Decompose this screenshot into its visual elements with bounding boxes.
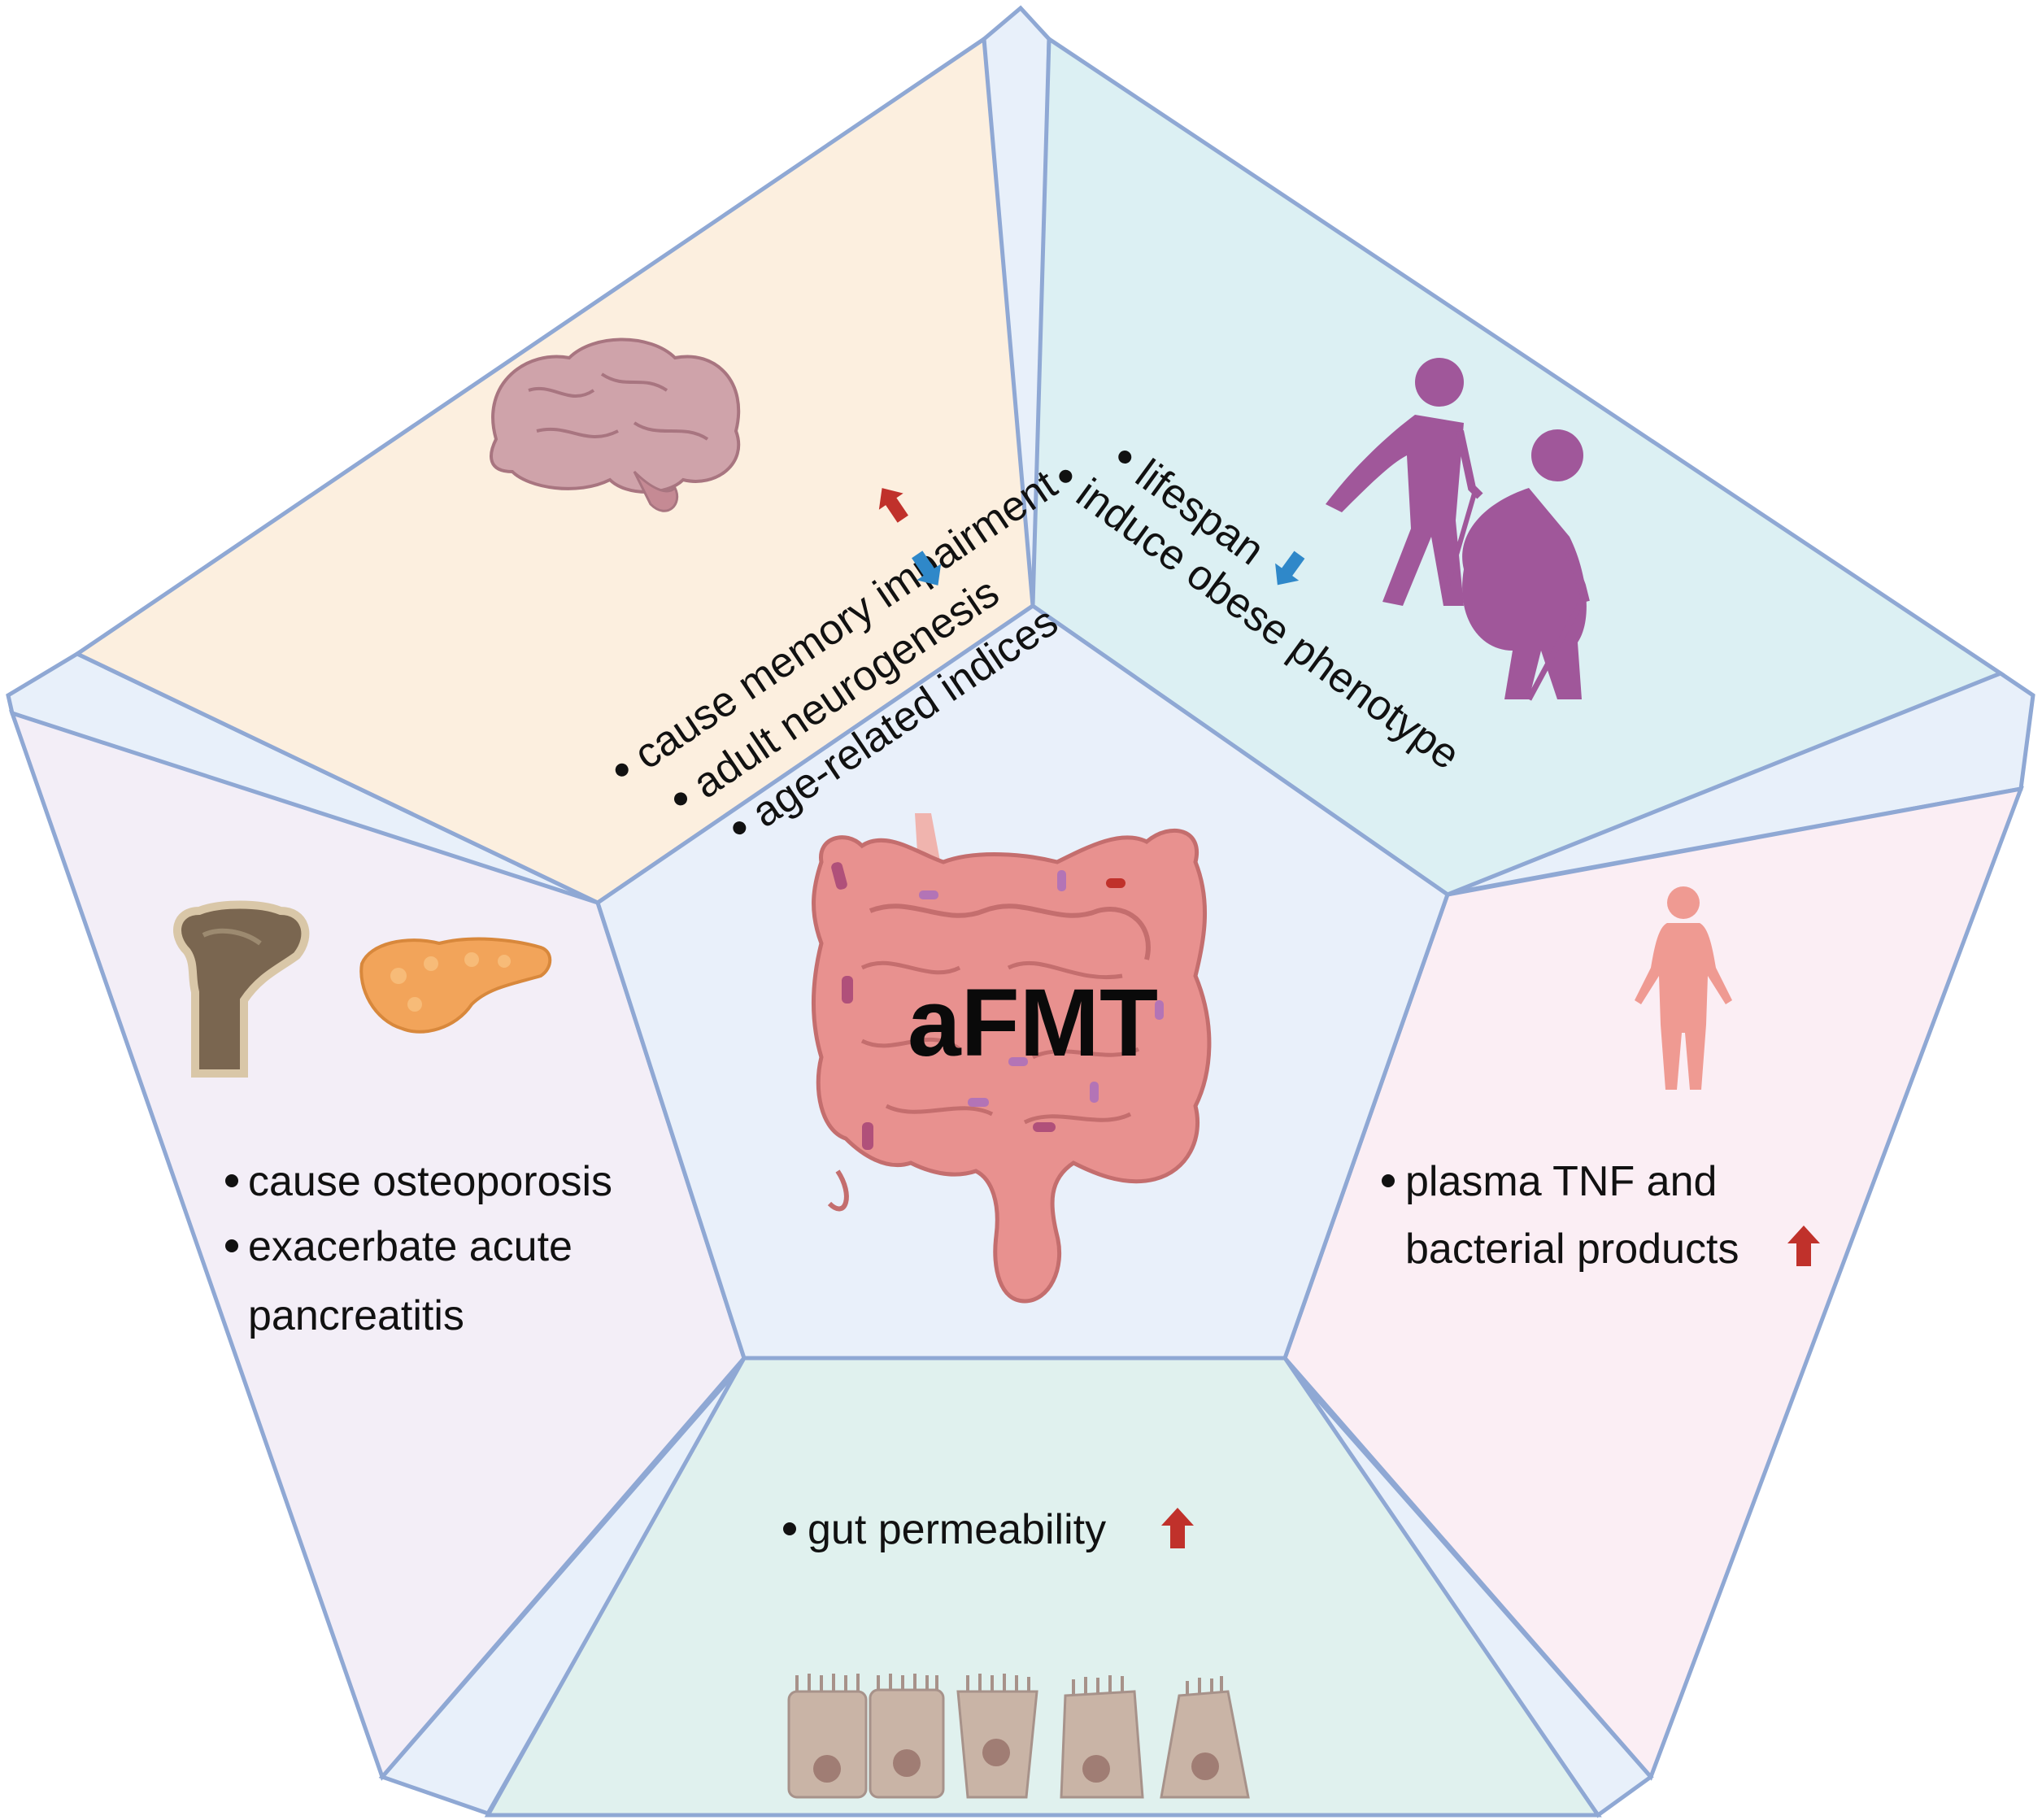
center-title: aFMT bbox=[908, 969, 1158, 1077]
bone-item-3: pancreatitis bbox=[248, 1292, 464, 1339]
bullet-dot bbox=[1059, 469, 1073, 483]
up-arrow-icon bbox=[1787, 1226, 1820, 1266]
body-item-2: bacterial products bbox=[1405, 1226, 1739, 1273]
epithelial-cells-icon bbox=[787, 1674, 1250, 1799]
down-arrow-icon bbox=[912, 551, 942, 586]
pancreas-icon bbox=[359, 937, 552, 1034]
femur-bone-icon bbox=[173, 900, 310, 1078]
gut-text-block: gut permeability bbox=[783, 1506, 1106, 1553]
gut-item-1: gut permeability bbox=[808, 1506, 1106, 1553]
bone-item-1: cause osteoporosis bbox=[248, 1158, 612, 1205]
bullet-dot bbox=[674, 792, 688, 806]
intestine-icon bbox=[812, 813, 1212, 1304]
up-arrow-icon bbox=[878, 488, 908, 523]
bullet-dot bbox=[225, 1174, 238, 1187]
up-arrow-icon bbox=[1161, 1508, 1194, 1548]
bullet-dot bbox=[783, 1522, 796, 1535]
bullet-dot bbox=[733, 821, 747, 835]
bullet-dot bbox=[225, 1239, 238, 1252]
bullet-dot bbox=[1382, 1174, 1395, 1187]
brain-icon bbox=[490, 337, 741, 512]
body-item-1: plasma TNF and bbox=[1405, 1158, 1717, 1205]
bullet-dot bbox=[1118, 451, 1132, 464]
bone-item-2: exacerbate acute bbox=[248, 1223, 573, 1270]
elderly-people-icon bbox=[1326, 358, 1590, 701]
down-arrow-icon bbox=[1275, 551, 1305, 586]
bone-text-block: cause osteoporosis exacerbate acute panc… bbox=[225, 1158, 612, 1339]
bullet-dot bbox=[615, 763, 629, 777]
body-text-block: plasma TNF and bacterial products bbox=[1382, 1158, 1739, 1273]
human-body-icon bbox=[1635, 886, 1732, 1090]
